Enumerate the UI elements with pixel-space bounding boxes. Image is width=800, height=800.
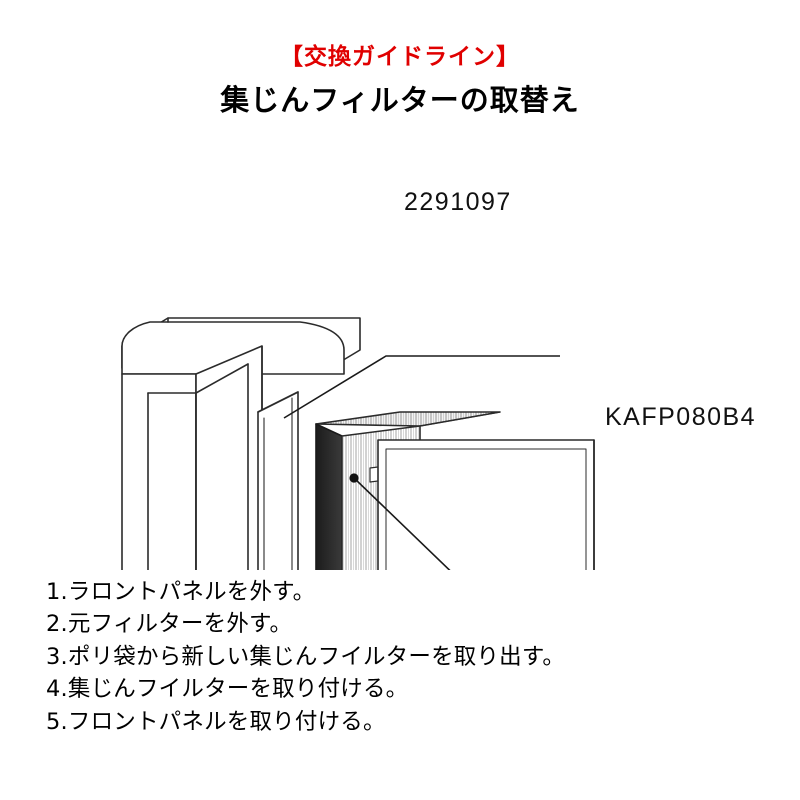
air-purifier-diagram <box>121 317 595 570</box>
instruction-step: 3.ポリ袋から新しい集じんフイルターを取り出す。 <box>46 643 566 670</box>
callout-dot-right <box>349 473 359 483</box>
instruction-step: 5.フロントパネルを取り付ける。 <box>46 708 386 735</box>
callout-line-right <box>353 477 451 570</box>
instruction-step: 2.元フィルターを外す。 <box>46 611 293 638</box>
instruction-step: 1.ラロントパネルを外す。 <box>46 579 316 605</box>
header: 【交換ガイドライン】 集じんフィルターの取替え <box>0 44 800 118</box>
header-tag: 【交換ガイドライン】 <box>280 44 520 70</box>
page-title: 集じんフィルターの取替え <box>220 82 580 117</box>
callout-label-top-part-number: 2291097 <box>404 188 512 216</box>
instruction-steps-list: 1.ラロントパネルを外す。 2.元フィルターを外す。 3.ポリ袋から新しい集じん… <box>46 576 766 738</box>
instruction-step: 4.集じんフイルターを取り付ける。 <box>46 676 409 703</box>
callout-line-top <box>283 355 560 419</box>
diagram-container: 2291097 KAFP080B4 <box>0 150 800 570</box>
callout-label-right-part-number: KAFP080B4 <box>605 403 757 431</box>
